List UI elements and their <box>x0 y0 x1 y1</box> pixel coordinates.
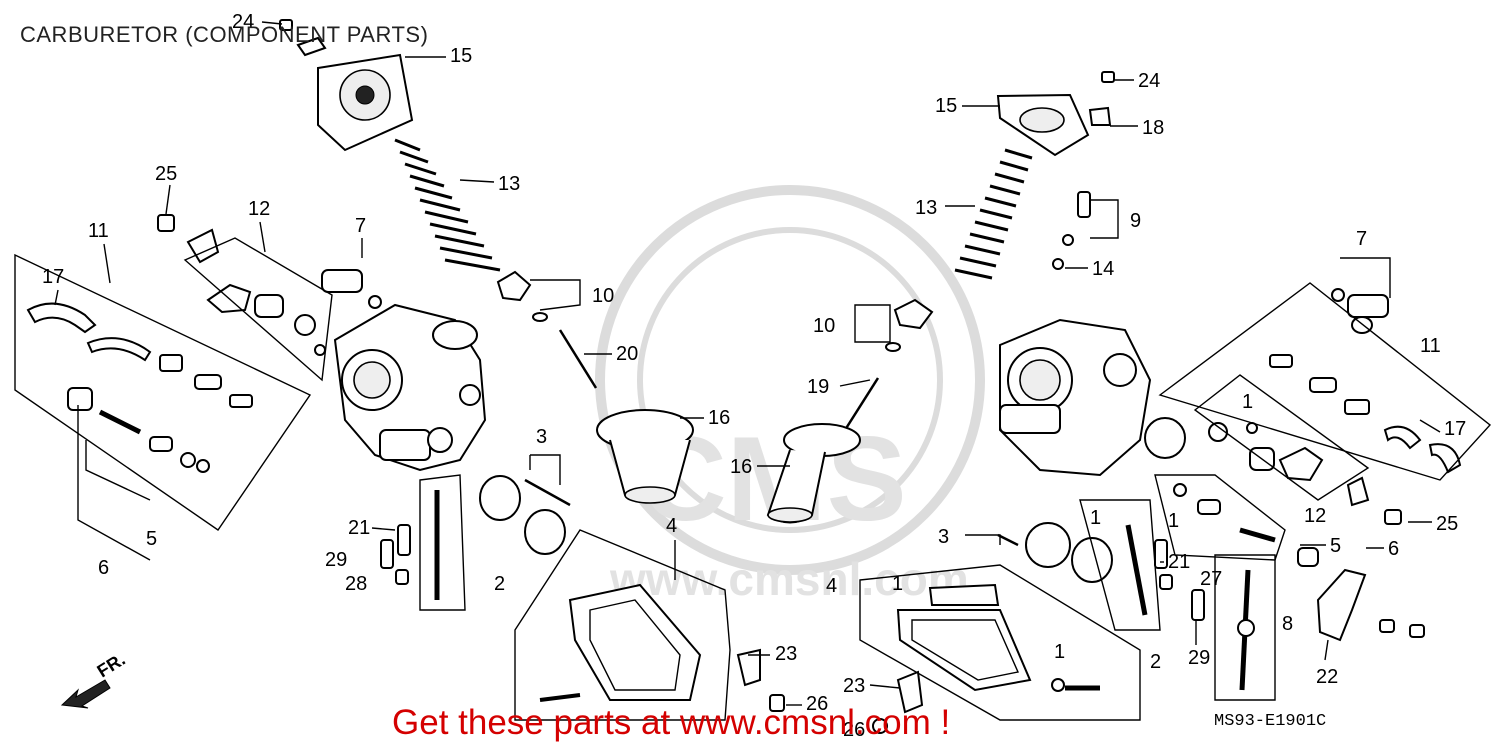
callout-29: 29 <box>325 549 347 571</box>
left-needle-assembly <box>496 270 598 389</box>
right-screws <box>872 476 1425 734</box>
left-top-cover <box>317 53 414 152</box>
right-cutoff-valve <box>1208 422 1324 482</box>
page-title: CARBURETOR (COMPONENT PARTS) <box>20 22 429 47</box>
callout-2: 2 <box>1150 651 1161 673</box>
callout-12: 12 <box>1304 505 1326 527</box>
callout-7: 7 <box>1356 228 1367 250</box>
right-carburetor-body <box>999 318 1186 477</box>
callout-24: 24 <box>232 11 254 33</box>
callout-4: 4 <box>826 575 837 597</box>
callout-21: 21 <box>348 517 370 539</box>
callout-15: 15 <box>450 45 472 67</box>
callout-7: 7 <box>355 215 366 237</box>
left-bracket-lines <box>14 237 731 721</box>
right-jet-parts <box>1125 524 1255 691</box>
callout-17: 17 <box>1444 418 1466 440</box>
callout-6: 6 <box>98 557 109 579</box>
callout-3: 3 <box>536 426 547 448</box>
right-bracket-lines <box>854 199 1492 721</box>
right-top-cover <box>996 71 1115 157</box>
callout-5: 5 <box>146 528 157 550</box>
callout-27: 27 <box>1200 568 1222 590</box>
callout-23: 23 <box>843 675 865 697</box>
left-diaphragm-piston <box>596 409 694 504</box>
callout-9: 9 <box>1130 210 1141 232</box>
callout-15: 15 <box>935 95 957 117</box>
left-spring <box>394 138 501 272</box>
callout-21: 21 <box>1168 551 1190 573</box>
leader-lines <box>54 21 1441 706</box>
callout-26: 26 <box>806 693 828 715</box>
right-diaphragm-piston <box>766 423 861 524</box>
left-screws <box>157 19 785 712</box>
watermark-logo: CMS www.cmsnl.com <box>595 185 985 605</box>
right-fuel-line-parts <box>1173 354 1462 567</box>
right-needle-assembly <box>843 191 1091 431</box>
right-bracket-22 <box>1316 568 1367 642</box>
parts-link-banner[interactable]: Get these parts at www.cmsnl.com ! <box>392 703 951 742</box>
callout-1: 1 <box>1054 641 1065 663</box>
callout-26: 26 <box>843 719 865 741</box>
callout-24: 24 <box>1138 70 1160 92</box>
callout-4: 4 <box>666 515 677 537</box>
left-carburetor-body <box>333 303 487 472</box>
callout-2: 2 <box>494 573 505 595</box>
left-fuel-line-parts <box>26 302 253 473</box>
callout-16: 16 <box>708 407 730 429</box>
callout-19: 19 <box>807 376 829 398</box>
callout-1: 1 <box>892 573 903 595</box>
callout-29: 29 <box>1188 647 1210 669</box>
right-choke-plunger <box>1331 288 1389 334</box>
left-float-bowl <box>539 583 702 702</box>
watermark-site: www.cmsnl.com <box>609 553 969 605</box>
callout-3: 3 <box>938 526 949 548</box>
callout-11: 11 <box>88 220 109 242</box>
callout-1: 1 <box>1168 510 1179 532</box>
callout-12: 12 <box>248 198 270 220</box>
callout-22: 22 <box>1316 666 1338 688</box>
callout-25: 25 <box>1436 513 1458 535</box>
left-jet-parts <box>380 490 440 600</box>
callout-10: 10 <box>592 285 614 307</box>
callout-14: 14 <box>1092 258 1114 280</box>
callout-13: 13 <box>498 173 520 195</box>
callout-1: 1 <box>1242 391 1253 413</box>
direction-label: FR. <box>94 649 129 681</box>
left-choke-plunger <box>321 269 382 309</box>
callout-25: 25 <box>155 163 177 185</box>
part-callouts: 24 15 13 10 20 25 12 11 17 7 5 6 3 16 4 … <box>42 11 1466 741</box>
callout-28: 28 <box>345 573 367 595</box>
callout-18: 18 <box>1142 117 1164 139</box>
left-throttle-drums <box>479 475 571 555</box>
callout-6: 6 <box>1388 538 1399 560</box>
callout-10: 10 <box>813 315 835 337</box>
callout-17: 17 <box>42 266 64 288</box>
callout-8: 8 <box>1282 613 1293 635</box>
callout-20: 20 <box>616 343 638 365</box>
callout-5: 5 <box>1330 535 1341 557</box>
callout-1: 1 <box>1090 507 1101 529</box>
right-spring <box>954 148 1033 280</box>
front-direction-arrow: FR. <box>60 649 129 709</box>
callout-13: 13 <box>915 197 937 219</box>
callout-16: 16 <box>730 456 752 478</box>
diagram-code: MS93-E1901C <box>1214 712 1327 731</box>
right-float-bowl <box>896 583 1100 692</box>
callout-23: 23 <box>775 643 797 665</box>
left-cutoff-valve <box>206 283 326 356</box>
callout-11: 11 <box>1420 335 1441 357</box>
right-throttle-drums <box>997 522 1113 583</box>
